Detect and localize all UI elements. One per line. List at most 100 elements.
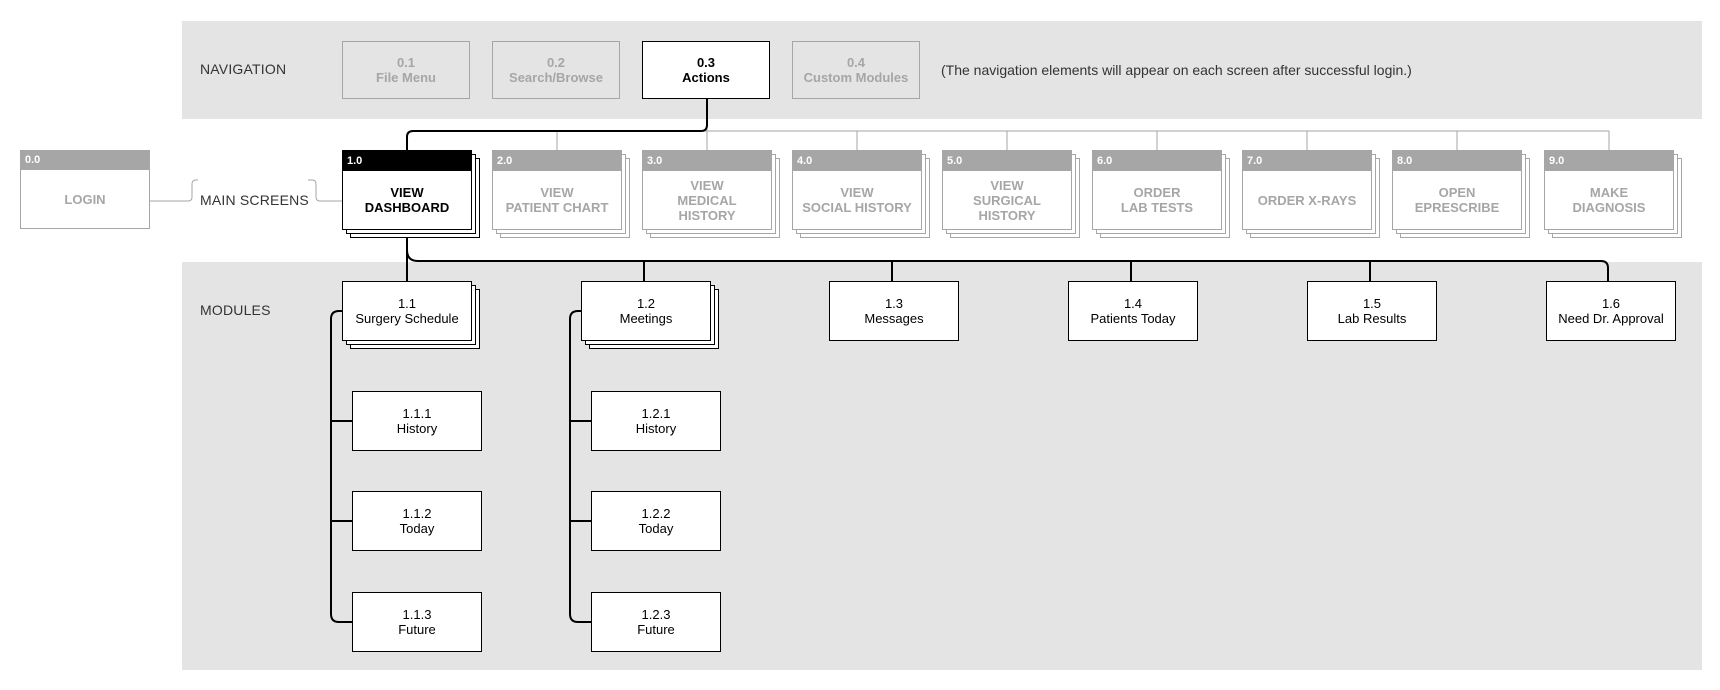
screen-view-surgical-history[interactable]: 5.0 VIEW SURGICAL HISTORY: [942, 150, 1080, 238]
screen-num: 5.0: [943, 151, 1071, 171]
screen-label-line: LAB TESTS: [1120, 200, 1194, 215]
screen-label-line: DASHBOARD: [364, 200, 450, 215]
submodule-num: 1.2.3: [641, 607, 671, 622]
submodule-meetings-today[interactable]: 1.2.2 Today: [591, 491, 721, 551]
submodule-meetings-future[interactable]: 1.2.3 Future: [591, 592, 721, 652]
screen-num: 4.0: [793, 151, 921, 171]
screen-label-line: SOCIAL HISTORY: [802, 200, 912, 215]
screen-label-line: EPRESCRIBE: [1414, 200, 1500, 215]
submodule-surgery-today[interactable]: 1.1.2 Today: [352, 491, 482, 551]
screen-num: 6.0: [1093, 151, 1221, 171]
module-meetings[interactable]: 1.2 Meetings: [581, 281, 719, 349]
nav-label: Actions: [682, 70, 730, 85]
module-num: 1.1: [397, 296, 417, 311]
nav-num: 0.2: [546, 55, 566, 70]
screen-view-social-history[interactable]: 4.0 VIEW SOCIAL HISTORY: [792, 150, 930, 238]
screen-num: 2.0: [493, 151, 621, 171]
submodule-label: History: [396, 421, 438, 436]
screen-make-diagnosis[interactable]: 9.0 MAKE DIAGNOSIS: [1544, 150, 1682, 238]
submodule-label: Today: [399, 521, 435, 536]
nav-custom-modules[interactable]: 0.4 Custom Modules: [792, 41, 920, 99]
surgery-subtree-line: [330, 310, 352, 623]
actions-to-dashboard-line: [406, 99, 708, 150]
module-label: Need Dr. Approval: [1558, 311, 1664, 326]
nav-search-browse[interactable]: 0.2 Search/Browse: [492, 41, 620, 99]
modules-bus-line: [406, 249, 1609, 281]
nav-label: Search/Browse: [509, 70, 603, 85]
submodule-meetings-history[interactable]: 1.2.1 History: [591, 391, 721, 451]
module-label: Patients Today: [1090, 311, 1176, 326]
submodule-num: 1.1.2: [402, 506, 432, 521]
nav-num: 0.3: [696, 55, 716, 70]
screen-num: 7.0: [1243, 151, 1371, 171]
screen-label-line: ORDER: [1133, 185, 1181, 200]
screen-open-eprescribe[interactable]: 8.0 OPEN EPRESCRIBE: [1392, 150, 1530, 238]
module-lab-results[interactable]: 1.5 Lab Results: [1307, 281, 1437, 341]
module-num: 1.3: [884, 296, 904, 311]
modules-section-label: MODULES: [200, 302, 271, 318]
nav-num: 0.1: [396, 55, 416, 70]
submodule-num: 1.1.1: [402, 406, 432, 421]
screen-label-line: VIEW: [990, 177, 1024, 193]
main-screens-section-label: MAIN SCREENS: [200, 192, 309, 208]
submodule-label: Future: [398, 622, 436, 637]
module-need-dr-approval[interactable]: 1.6 Need Dr. Approval: [1546, 281, 1676, 341]
main-screens-connector: [308, 179, 342, 202]
submodule-num: 1.2.2: [641, 506, 671, 521]
screen-num: 3.0: [643, 151, 771, 171]
module-label: Messages: [864, 311, 924, 326]
module-num: 1.4: [1123, 296, 1143, 311]
screen-view-medical-history[interactable]: 3.0 VIEW MEDICAL HISTORY: [642, 150, 780, 238]
screen-num: 9.0: [1545, 151, 1673, 171]
screen-label-line: MAKE: [1589, 185, 1629, 200]
submodule-label: History: [635, 421, 677, 436]
nav-num: 0.4: [846, 55, 866, 70]
module-messages[interactable]: 1.3 Messages: [829, 281, 959, 341]
module-num: 1.2: [636, 296, 656, 311]
login-screen[interactable]: 0.0 LOGIN: [20, 150, 150, 229]
submodule-num: 1.2.1: [641, 406, 671, 421]
module-surgery-schedule[interactable]: 1.1 Surgery Schedule: [342, 281, 480, 349]
screen-label-line: MEDICAL: [677, 192, 737, 208]
login-connector: [150, 179, 198, 202]
submodule-label: Future: [637, 622, 675, 637]
login-label: LOGIN: [64, 191, 106, 207]
screen-label-line: HISTORY: [978, 207, 1036, 223]
navigation-note: (The navigation elements will appear on …: [941, 62, 1412, 78]
screen-label-line: OPEN: [1438, 185, 1476, 200]
module-patients-today[interactable]: 1.4 Patients Today: [1068, 281, 1198, 341]
screen-label-line: ORDER X-RAYS: [1257, 192, 1357, 208]
screen-label-line: PATIENT CHART: [505, 200, 609, 215]
screen-label-line: VIEW: [840, 185, 874, 200]
nav-label: Custom Modules: [803, 70, 909, 85]
screen-label-line: VIEW: [540, 185, 574, 200]
screen-order-x-rays[interactable]: 7.0 ORDER X-RAYS: [1242, 150, 1380, 238]
screen-order-lab-tests[interactable]: 6.0 ORDER LAB TESTS: [1092, 150, 1230, 238]
module-label: Lab Results: [1337, 311, 1407, 326]
module-label: Surgery Schedule: [355, 311, 459, 326]
login-num: 0.0: [21, 151, 149, 170]
screen-label-line: VIEW: [690, 177, 724, 193]
nav-label: File Menu: [376, 70, 436, 85]
module-num: 1.5: [1362, 296, 1382, 311]
screen-label-line: SURGICAL: [973, 192, 1041, 208]
submodule-surgery-future[interactable]: 1.1.3 Future: [352, 592, 482, 652]
screen-view-dashboard[interactable]: 1.0 VIEW DASHBOARD: [342, 150, 480, 238]
navigation-section-label: NAVIGATION: [200, 61, 287, 77]
nav-file-menu[interactable]: 0.1 File Menu: [342, 41, 470, 99]
screen-num: 8.0: [1393, 151, 1521, 171]
screen-label-line: HISTORY: [678, 207, 736, 223]
meetings-subtree-line: [569, 310, 591, 623]
submodule-label: Today: [638, 521, 674, 536]
module-num: 1.6: [1601, 296, 1621, 311]
submodule-surgery-history[interactable]: 1.1.1 History: [352, 391, 482, 451]
screen-view-patient-chart[interactable]: 2.0 VIEW PATIENT CHART: [492, 150, 630, 238]
module-label: Meetings: [619, 311, 673, 326]
actions-grey-tree: [556, 119, 1610, 150]
submodule-num: 1.1.3: [402, 607, 432, 622]
screen-num: 1.0: [343, 151, 471, 171]
screen-label-line: DIAGNOSIS: [1572, 200, 1646, 215]
screen-label-line: VIEW: [390, 185, 424, 200]
nav-actions[interactable]: 0.3 Actions: [642, 41, 770, 99]
